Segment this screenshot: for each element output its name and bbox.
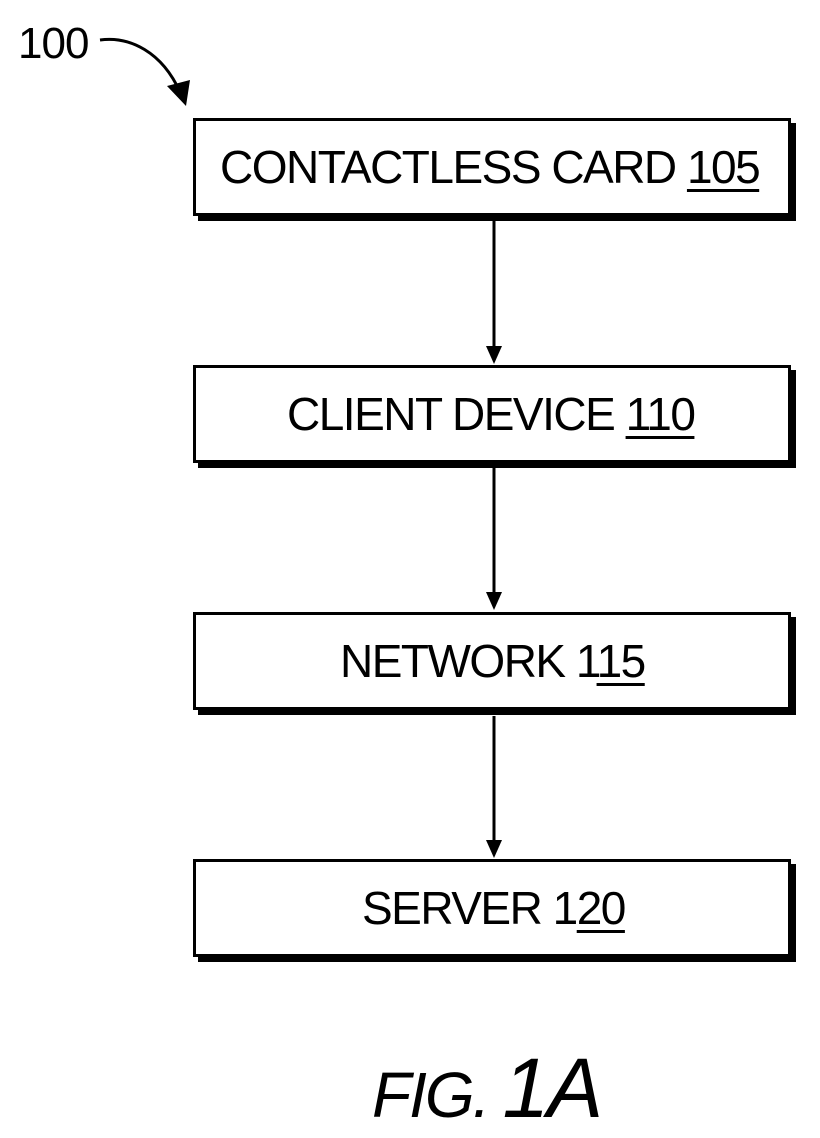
client-device-label: CLIENT DEVICE 110 xyxy=(287,387,694,441)
figure-caption: FIG.1A xyxy=(372,1040,601,1137)
connector-card-to-client xyxy=(486,221,502,364)
box-reference-number: 20 xyxy=(577,882,625,934)
box-text: SERVER xyxy=(362,882,553,934)
server-box: SERVER 120 xyxy=(193,859,791,957)
contactless-card-label: CONTACTLESS CARD 105 xyxy=(220,140,759,194)
connector-client-to-network xyxy=(486,468,502,610)
connector-network-to-server xyxy=(486,716,502,858)
figure-caption-prefix: FIG. xyxy=(372,1059,488,1131)
box-text: CLIENT DEVICE xyxy=(287,388,626,440)
contactless-card-box: CONTACTLESS CARD 105 xyxy=(193,118,791,216)
box-number-plain: 1 xyxy=(553,882,577,934)
client-device-box: CLIENT DEVICE 110 xyxy=(193,365,791,463)
network-label: NETWORK 115 xyxy=(340,634,645,688)
box-text: CONTACTLESS CARD xyxy=(220,141,687,193)
box-reference-number: 105 xyxy=(687,141,759,193)
box-text: NETWORK xyxy=(340,635,576,687)
box-reference-number: 15 xyxy=(597,635,645,687)
server-label: SERVER 120 xyxy=(362,881,625,935)
box-reference-number: 110 xyxy=(626,388,695,440)
network-box: NETWORK 115 xyxy=(193,612,791,710)
box-number-plain: 1 xyxy=(576,635,597,687)
figure-caption-number: 1A xyxy=(502,1041,601,1135)
